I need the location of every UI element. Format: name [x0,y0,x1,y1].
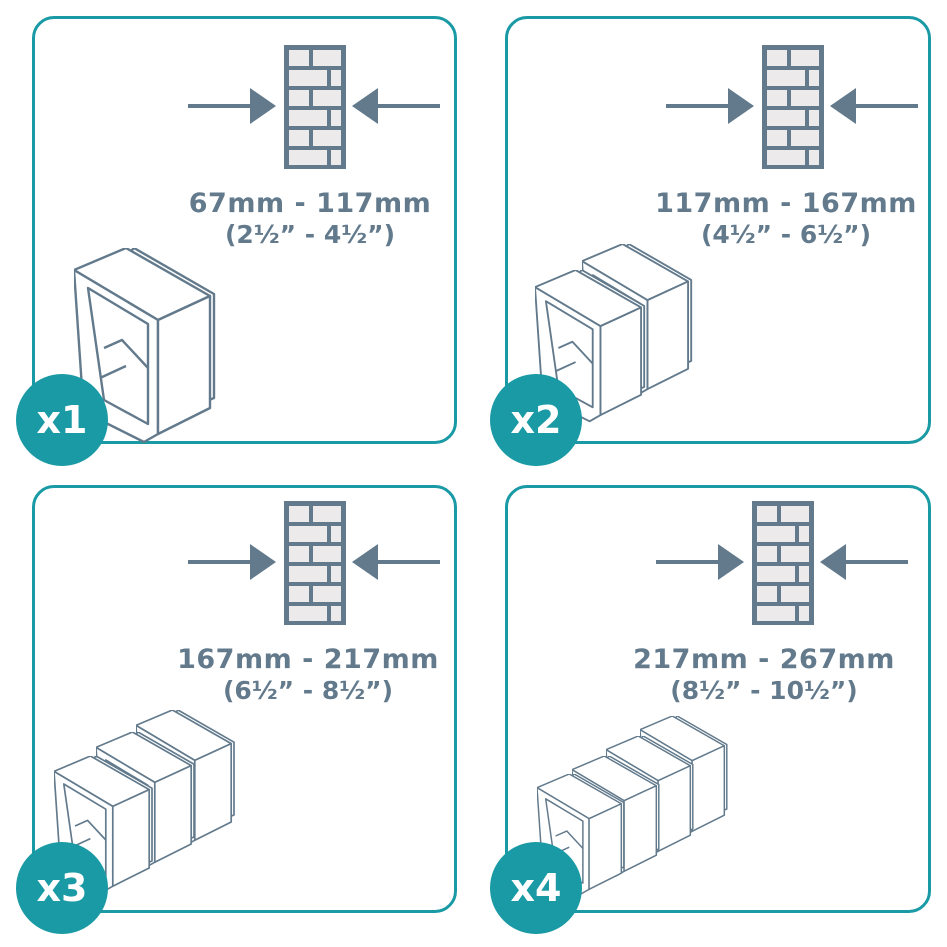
range-label: 67mm - 117mm (2½” - 4½”) [170,188,450,250]
brick-wall-icon [188,499,442,627]
brick-wall-icon [188,43,442,171]
range-inch: (4½” - 6½”) [700,220,872,250]
quantity-badge: x3 [16,842,108,934]
range-mm: 217mm - 267mm [633,644,895,675]
quantity-badge: x4 [490,842,582,934]
range-inch: (2½” - 4½”) [224,220,396,250]
range-mm: 167mm - 217mm [177,644,439,675]
range-mm: 117mm - 167mm [655,188,917,219]
range-label: 117mm - 167mm (4½” - 6½”) [646,188,926,250]
range-label: 167mm - 217mm (6½” - 8½”) [168,644,448,706]
brick-wall-icon [666,43,920,171]
range-label: 217mm - 267mm (8½” - 10½”) [624,644,904,706]
range-mm: 67mm - 117mm [188,188,432,219]
quantity-badge: x1 [16,374,108,466]
range-inch: (8½” - 10½”) [670,676,858,706]
brick-wall-icon [656,499,910,627]
quantity-badge: x2 [490,374,582,466]
range-inch: (6½” - 8½”) [222,676,394,706]
